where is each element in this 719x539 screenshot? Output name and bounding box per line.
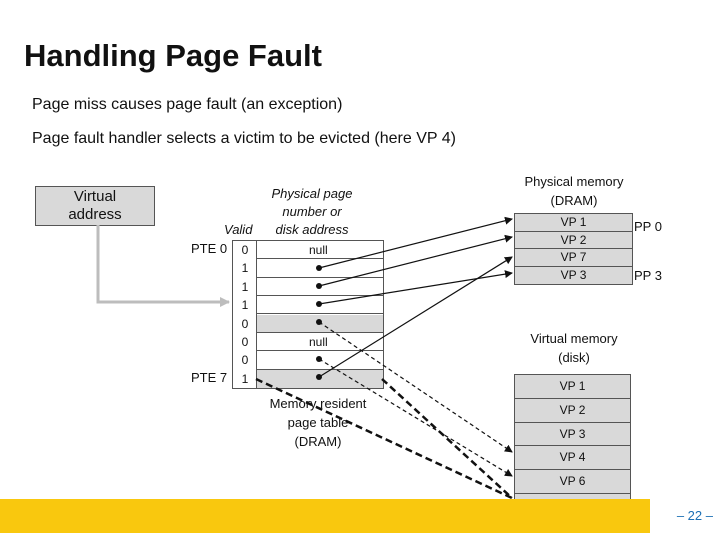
- page-number: – 22 –: [676, 508, 713, 523]
- disk-page: VP 4: [515, 446, 630, 471]
- virtual-address-pointer: [96, 225, 230, 307]
- valid-bit: 0: [241, 243, 249, 257]
- pte-disk-arrow: [318, 358, 513, 477]
- slide-title: Handling Page Fault: [24, 38, 322, 73]
- virtual-address-box: Virtual address: [35, 186, 155, 226]
- valid-bit: 1: [241, 298, 249, 313]
- valid-bit: 0: [241, 334, 249, 349]
- physical-page: VP 1: [515, 214, 632, 232]
- valid-bit: 1: [241, 279, 249, 294]
- valid-bit: 0: [241, 353, 249, 368]
- null-label: null: [309, 243, 328, 257]
- pp0-label: PP 0: [634, 219, 662, 234]
- footer-bar: [0, 499, 650, 533]
- physical-page: VP 3: [515, 266, 632, 284]
- page-table-caption: Memory resident page table (DRAM): [269, 396, 367, 449]
- bullet-victim: Page fault handler selects a victim to b…: [32, 130, 456, 147]
- pte-arrow: [318, 234, 513, 287]
- physical-memory-box: VP 1 VP 2 VP 7 VP 3: [514, 213, 633, 285]
- virtual-memory-title: Virtual memory (disk): [530, 331, 618, 365]
- dram-disk-dashed-link: [381, 378, 513, 499]
- disk-page: VP 6: [515, 470, 630, 495]
- disk-page: VP 2: [515, 398, 630, 423]
- valid-bit: 1: [241, 371, 249, 386]
- pte-address-header: Physical page number or disk address: [271, 186, 353, 237]
- valid-header: Valid: [224, 222, 253, 237]
- pte-0-label: PTE 0: [191, 241, 228, 256]
- dram-disk-dashed-link: [255, 377, 513, 500]
- physical-memory-title: Physical memory (DRAM): [524, 174, 624, 208]
- physical-page: VP 7: [515, 249, 632, 267]
- pte-arrow: [318, 216, 513, 269]
- pte-arrow: [318, 256, 513, 378]
- disk-page: VP 3: [515, 422, 630, 447]
- valid-bit: 1: [241, 261, 249, 276]
- valid-bit: 0: [241, 316, 249, 331]
- null-label: null: [309, 334, 328, 349]
- pte-arrow: [318, 270, 513, 305]
- valid-bit-column: 0 1 1 1 0 0 0 1: [232, 240, 258, 389]
- bullet-page-miss: Page miss causes page fault (an exceptio…: [32, 96, 343, 113]
- disk-page: VP 1: [515, 375, 630, 399]
- pp3-label: PP 3: [634, 268, 662, 283]
- pte-row: null: [257, 332, 383, 352]
- pte-row: null: [257, 241, 383, 260]
- physical-page: VP 2: [515, 231, 632, 249]
- pte-7-label: PTE 7: [191, 370, 228, 385]
- pte-disk-arrow: [318, 321, 513, 453]
- virtual-address-label: Virtual address: [68, 188, 122, 223]
